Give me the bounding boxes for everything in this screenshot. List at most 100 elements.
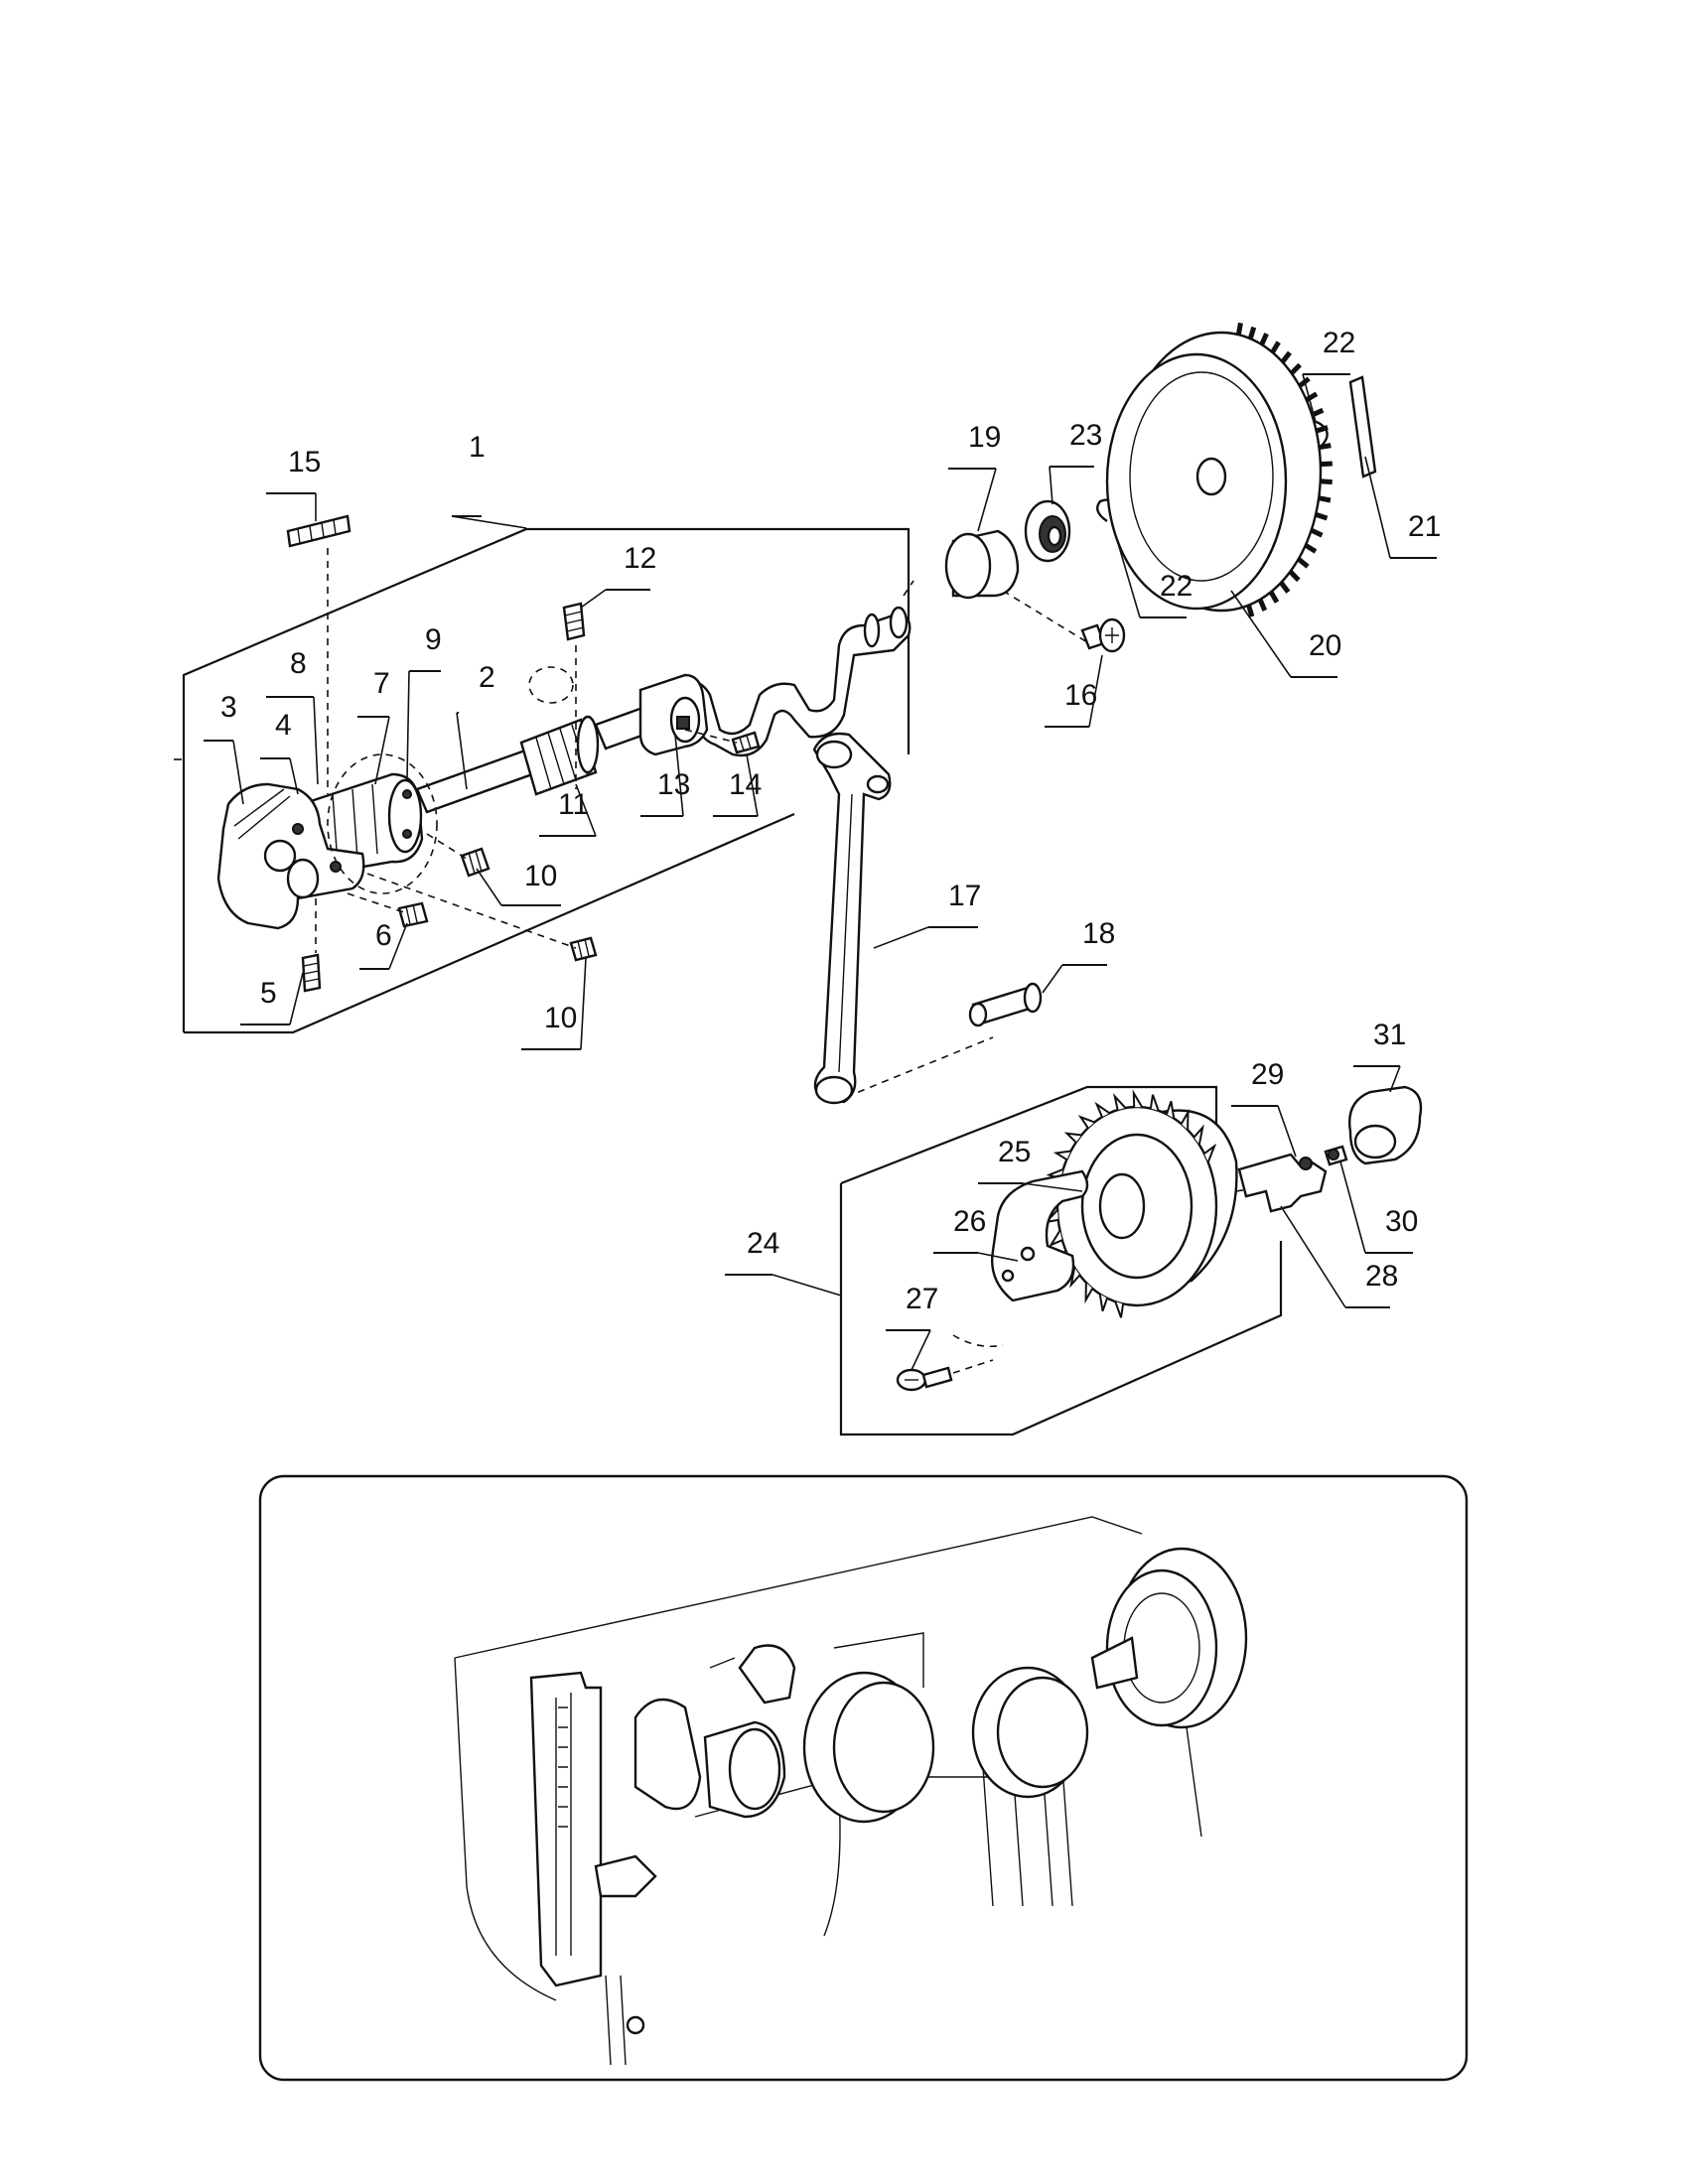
callout-22: 22 [1323, 327, 1355, 359]
gear-tooth [1203, 1143, 1217, 1163]
callout-21: 21 [1408, 510, 1441, 543]
pulley-tooth [1319, 443, 1332, 451]
group-frame-upper-shaft [174, 527, 911, 1034]
callout-leader [580, 957, 587, 1050]
callout-25: 25 [998, 1136, 1031, 1168]
callout-10: 10 [524, 860, 557, 892]
gear-tooth [1149, 1094, 1160, 1112]
callout-31: 31 [1373, 1019, 1406, 1051]
pulley-tooth [1320, 461, 1333, 468]
gear-tooth [1166, 1100, 1176, 1119]
gear-drum-25 [1043, 1089, 1238, 1318]
screw-16 [1080, 617, 1126, 653]
callout-24: 24 [747, 1227, 779, 1260]
callout-leader [1364, 456, 1391, 559]
set-screw-14 [731, 731, 761, 754]
pulley-tooth [1268, 590, 1280, 604]
callout-leader [1088, 654, 1103, 728]
inset-location-view [258, 1474, 1469, 2082]
pulley-teeth [1235, 322, 1333, 617]
callout-leader [674, 734, 684, 817]
callout-leader [1277, 1105, 1297, 1158]
upper-shaft [415, 606, 912, 814]
pin-18 [968, 982, 1043, 1027]
callout-leader [476, 868, 502, 906]
callout-26: 26 [953, 1205, 986, 1238]
pulley-tooth [1259, 333, 1269, 346]
gear-tooth [1077, 1115, 1095, 1129]
pulley-tooth [1315, 425, 1329, 434]
callout-2: 2 [479, 661, 495, 694]
callout-27: 27 [906, 1283, 938, 1315]
gear-tooth [1084, 1282, 1094, 1304]
callout-leader [580, 589, 607, 609]
callout-30: 30 [1385, 1205, 1418, 1238]
callout-leader [313, 696, 319, 785]
gear-tooth [1132, 1089, 1144, 1108]
pulley-tooth [1310, 527, 1324, 538]
callout-16: 16 [1064, 679, 1097, 712]
callout-14: 14 [729, 768, 762, 801]
bracket-29 [1237, 1153, 1328, 1213]
screw-27 [896, 1366, 953, 1392]
callout-4: 4 [275, 709, 292, 742]
set-screw-12 [562, 602, 586, 641]
callout-7: 7 [373, 667, 390, 700]
callout-15: 15 [288, 446, 321, 478]
callout-leader [1109, 515, 1141, 618]
pulley-tooth [1246, 604, 1255, 617]
shaft-end-crank [216, 782, 365, 930]
callout-leader [772, 1274, 842, 1297]
callout-9: 9 [425, 623, 442, 656]
connecting-rod-17 [812, 732, 892, 1105]
callout-leader [289, 757, 299, 795]
callout-1: 1 [469, 431, 486, 464]
set-screw-6 [397, 901, 429, 928]
pulley-tooth [1315, 511, 1329, 521]
callout-leader [1022, 1182, 1083, 1192]
pulley-tooth [1235, 322, 1243, 336]
pulley-tooth [1280, 350, 1292, 364]
bushing-19 [944, 529, 1020, 600]
callout-leader [977, 468, 997, 532]
timing-pulley-20 [1105, 322, 1333, 617]
callout-leader [374, 716, 390, 785]
gear-tooth [1193, 1124, 1204, 1146]
callout-leader [1302, 373, 1317, 423]
hook-31 [1348, 1085, 1423, 1165]
callout-3: 3 [220, 691, 237, 724]
callout-5: 5 [260, 977, 277, 1010]
pulley-tooth [1297, 557, 1310, 569]
callout-6: 6 [375, 919, 392, 952]
gear-tooth [1180, 1108, 1190, 1131]
set-screw-10-upper [460, 847, 491, 878]
callout-leader [289, 972, 304, 1025]
callout-leader [1042, 964, 1063, 994]
pulley-tooth [1247, 326, 1257, 340]
pulley-tooth [1279, 581, 1291, 594]
pulley-tooth [1289, 362, 1302, 375]
callout-leader [977, 1252, 1019, 1262]
pulley-tooth [1304, 543, 1318, 554]
gear-tooth [1098, 1294, 1108, 1312]
gear-tooth [1112, 1093, 1127, 1111]
callout-leader [1230, 590, 1292, 678]
callout-17: 17 [948, 880, 981, 912]
pulley-tooth [1305, 391, 1319, 403]
callout-leader [746, 753, 759, 817]
shaft-worm-collar [519, 715, 600, 796]
pulley-tooth [1288, 569, 1301, 583]
key-15 [286, 514, 351, 548]
callout-12: 12 [624, 542, 656, 575]
callout-19: 19 [968, 421, 1001, 454]
callout-leader [456, 712, 468, 790]
gear-tooth [1094, 1101, 1110, 1118]
callout-leader [911, 1329, 931, 1371]
set-screw-10-lower [569, 936, 598, 962]
callout-leader [873, 926, 929, 949]
callout-23: 23 [1069, 419, 1102, 452]
callout-leader [1339, 1160, 1366, 1254]
callout-leader [1280, 1205, 1346, 1308]
